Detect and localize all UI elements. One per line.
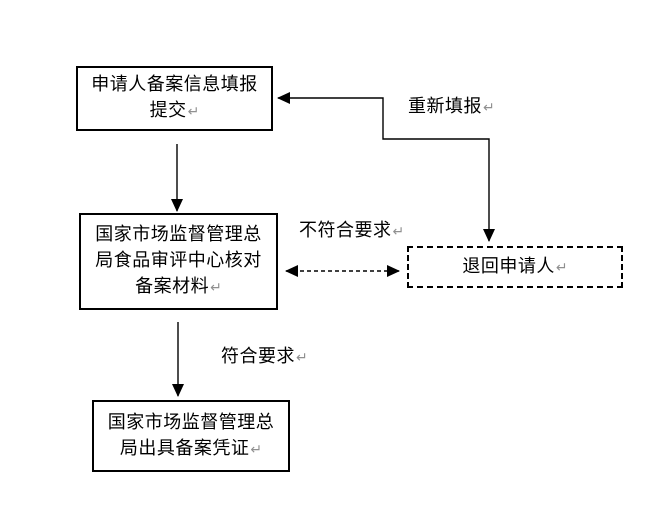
box-return-text-1: 退回申请人 [462, 255, 555, 277]
arrow-refill-elbow [277, 92, 495, 242]
box-submit-text-1: 申请人备案信息填报 [91, 74, 258, 95]
edge-label-qualified-text: 符合要求 [221, 346, 295, 367]
box-review-line-2: 局食品审评中心核对 [95, 248, 262, 274]
edge-label-qualified: 符合要求↵ [221, 347, 308, 368]
box-submit-line-2: 提交↵ [150, 98, 200, 125]
paragraph-mark-icon: ↵ [210, 280, 222, 296]
paragraph-mark-icon: ↵ [555, 259, 568, 276]
edge-label-not-qualified: 不符合要求↵ [299, 221, 404, 242]
flow-box-certificate: 国家市场监督管理总 局出具备案凭证↵ [92, 400, 290, 472]
paragraph-mark-icon: ↵ [187, 104, 200, 120]
paragraph-mark-icon: ↵ [250, 441, 263, 458]
box-certificate-text-2: 局出具备案凭证 [119, 437, 250, 459]
box-review-line-1: 国家市场监督管理总 [95, 222, 262, 248]
box-return-line-1: 退回申请人↵ [462, 254, 567, 281]
edge-label-refill: 重新填报↵ [408, 97, 495, 118]
box-certificate-line-1: 国家市场监督管理总 [108, 410, 275, 436]
box-submit-line-1: 申请人备案信息填报 [91, 72, 258, 98]
box-review-text-1: 国家市场监督管理总 [95, 224, 262, 245]
box-certificate-line-2: 局出具备案凭证↵ [120, 436, 262, 463]
flow-box-review: 国家市场监督管理总 局食品审评中心核对 备案材料↵ [79, 213, 278, 310]
edge-label-refill-text: 重新填报 [408, 96, 482, 117]
flow-box-return-to-applicant: 退回申请人↵ [407, 246, 623, 288]
box-review-line-3: 备案材料↵ [135, 274, 222, 301]
paragraph-mark-icon: ↵ [392, 224, 405, 240]
box-submit-text-2: 提交 [149, 100, 187, 121]
edge-label-not-qualified-text: 不符合要求 [299, 220, 392, 241]
box-review-text-3: 备案材料 [135, 276, 210, 297]
flow-box-submit: 申请人备案信息填报 提交↵ [76, 66, 273, 131]
paragraph-mark-icon: ↵ [483, 100, 495, 116]
box-certificate-text-1: 国家市场监督管理总 [107, 411, 275, 433]
box-review-text-2: 局食品审评中心核对 [95, 250, 262, 271]
paragraph-mark-icon: ↵ [296, 350, 308, 366]
